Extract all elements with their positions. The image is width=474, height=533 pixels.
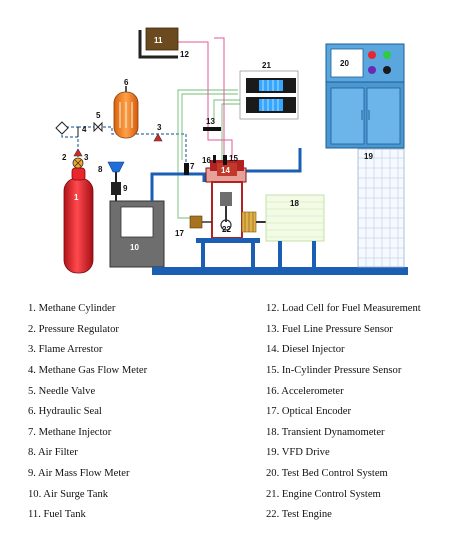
label-20: 20: [340, 59, 349, 68]
label-22: 22: [222, 225, 231, 234]
legend-item: 19. VFD Drive: [266, 447, 330, 458]
legend-item: 15. In-Cylinder Pressure Sensor: [266, 365, 402, 376]
legend-item: 17. Optical Encoder: [266, 406, 352, 417]
legend-item: 18. Transient Dynamometer: [266, 427, 385, 438]
shaft-coupling: [241, 211, 266, 233]
label-9: 9: [123, 184, 128, 193]
fuel-line: [178, 37, 233, 158]
legend-item: 20. Test Bed Control System: [266, 468, 388, 479]
pressure-regulator-icon: 2: [62, 153, 84, 169]
legend-item: 14. Diesel Injector: [266, 344, 345, 355]
label-12: 12: [180, 50, 189, 59]
label-13: 13: [206, 117, 215, 126]
legend-item: 7. Methane Injector: [28, 427, 112, 438]
legend-item: 8. Air Filter: [28, 447, 78, 458]
legend-item: 2. Pressure Regulator: [28, 324, 119, 335]
air-surge-tank: 10: [109, 200, 165, 268]
methane-injector: 7: [184, 162, 195, 175]
legend-item: 10. Air Surge Tank: [28, 489, 109, 500]
needle-valve-icon: 5: [93, 111, 103, 133]
legend-item: 6. Hydraulic Seal: [28, 406, 102, 417]
flame-arrestor-icon: 3: [73, 148, 89, 162]
legend-item: 22. Test Engine: [266, 509, 332, 520]
label-6: 6: [124, 78, 129, 87]
label-7: 7: [190, 162, 195, 171]
legend-item: 12. Load Cell for Fuel Measurement: [266, 303, 421, 314]
label-8: 8: [98, 165, 103, 174]
test-bed: [152, 238, 408, 275]
legend-item: 9. Air Mass Flow Meter: [28, 468, 130, 479]
test-setup-diagram: 1 2 3 4 5 6 3 8 9: [55, 27, 408, 275]
exhaust-pipe: [238, 148, 302, 173]
label-10: 10: [130, 243, 139, 252]
label-5: 5: [96, 111, 101, 120]
label-17: 17: [175, 229, 184, 238]
label-4: 4: [82, 125, 87, 134]
label-14: 14: [221, 166, 230, 175]
engine-control-system: 21: [239, 61, 299, 120]
legend-item: 11. Fuel Tank: [28, 509, 86, 520]
accelerometer: 16: [202, 155, 216, 165]
legend-item: 1. Methane Cylinder: [28, 303, 116, 314]
legend-item: 13. Fuel Line Pressure Sensor: [266, 324, 393, 335]
legend-item: 3. Flame Arrestor: [28, 344, 103, 355]
hydraulic-seal: 6: [113, 78, 139, 139]
legend-item: 5. Needle Valve: [28, 386, 96, 397]
vfd-drive: 19: [357, 148, 405, 268]
label-2: 2: [62, 153, 67, 162]
transient-dynamometer: 18: [265, 194, 325, 242]
label-15: 15: [229, 154, 238, 163]
flame-arrestor-icon-2: 3: [153, 123, 163, 142]
gas-flow-meter-icon: 4: [55, 121, 87, 135]
label-1: 1: [74, 193, 79, 202]
optical-encoder: 17: [175, 215, 212, 238]
label-11: 11: [154, 36, 163, 45]
legend-item: 4. Methane Gas Flow Meter: [28, 365, 148, 376]
legend-item: 21. Engine Control System: [266, 489, 381, 500]
test-bed-control-system: 20: [325, 43, 405, 149]
legend: 1. Methane Cylinder 2. Pressure Regulato…: [0, 292, 474, 528]
label-18: 18: [290, 199, 299, 208]
cylinder-pressure-sensor: 15: [223, 154, 238, 165]
methane-cylinder: 1: [63, 167, 94, 274]
air-mass-flow-meter: 9: [111, 172, 128, 202]
air-filter-icon: 8: [98, 161, 125, 174]
label-16: 16: [202, 156, 211, 165]
diesel-injector: 14: [217, 163, 237, 176]
label-3b: 3: [157, 123, 162, 132]
legend-item: 16. Accelerometer: [266, 386, 344, 397]
fuel-pressure-sensor: 13: [203, 117, 221, 131]
air-intake-pipe: [150, 172, 206, 201]
fuel-tank: 11 12: [138, 27, 189, 59]
label-3a: 3: [84, 153, 89, 162]
label-21: 21: [262, 61, 271, 70]
label-19: 19: [364, 152, 373, 161]
